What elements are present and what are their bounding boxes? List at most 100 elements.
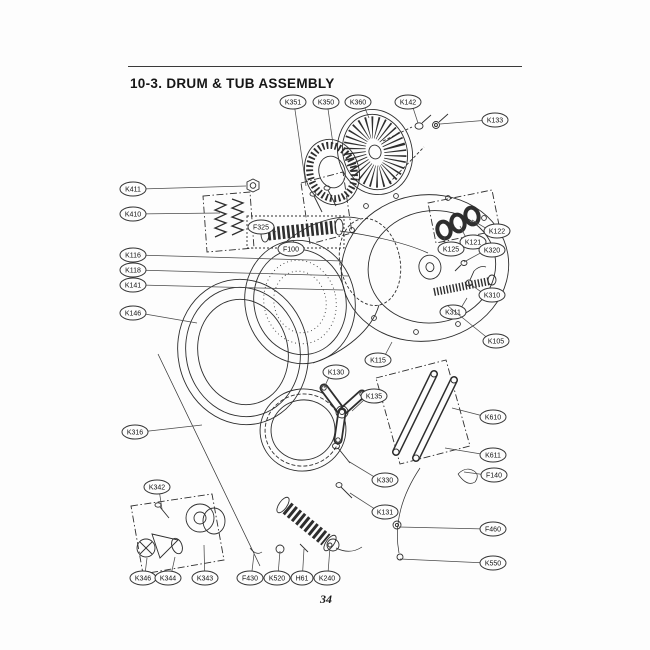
callout-k311: K311 <box>439 297 468 320</box>
callout-label: K118 <box>125 267 141 274</box>
callout-oval <box>371 472 399 488</box>
callout-label: K611 <box>485 452 501 459</box>
callout-oval <box>482 333 510 349</box>
callout-label: K131 <box>377 509 393 516</box>
callout-label: K311 <box>445 309 461 316</box>
callout-k550: K550 <box>399 555 507 571</box>
callout-label: K330 <box>377 477 393 484</box>
callout-label: K310 <box>484 292 500 299</box>
callout-label: K520 <box>269 575 285 582</box>
callout-label: K125 <box>443 246 459 253</box>
callout-k344: K344 <box>154 556 182 586</box>
tub-rear-drawing <box>340 193 510 342</box>
callout-oval <box>481 112 509 128</box>
callout-k122: K122 <box>471 219 511 239</box>
callout-label: F325 <box>253 224 269 231</box>
callout-oval <box>483 223 511 239</box>
callout-label: K240 <box>319 575 335 582</box>
callout-label: H61 <box>296 575 309 582</box>
callout-k316: K316 <box>121 424 203 440</box>
tub-front-drawing <box>177 278 309 426</box>
callout-oval <box>143 479 171 495</box>
callout-label: K135 <box>366 393 382 400</box>
callout-oval <box>437 241 465 257</box>
callout-oval <box>247 219 275 235</box>
callout-k360: K360 <box>344 94 372 119</box>
callout-f100: F100 <box>277 239 305 257</box>
springs-drawing <box>202 191 255 253</box>
callout-k610: K610 <box>451 407 507 425</box>
stator-drawing <box>304 138 360 206</box>
callout-label: K550 <box>485 560 501 567</box>
callout-label: K360 <box>350 99 366 106</box>
callout-oval <box>313 570 341 586</box>
callout-k411: K411 <box>119 181 247 197</box>
callout-k125: K125 <box>437 236 465 257</box>
callout-oval <box>121 424 149 440</box>
callout-label: K133 <box>487 117 503 124</box>
callout-label: K115 <box>370 357 386 364</box>
callout-oval <box>279 94 307 110</box>
door-gasket-drawing <box>259 388 347 472</box>
callout-oval <box>360 388 388 404</box>
pump-drawing <box>130 493 226 575</box>
seals-drawing <box>427 189 501 272</box>
callout-oval <box>479 555 507 571</box>
construction-line <box>157 353 261 567</box>
callout-k121: K121 <box>459 225 487 250</box>
callout-label: K411 <box>125 186 141 193</box>
callout-oval <box>479 521 507 537</box>
callout-oval <box>478 242 506 258</box>
callout-oval <box>191 570 219 586</box>
callout-oval <box>119 247 147 263</box>
callout-h61: H61 <box>290 548 314 586</box>
dampers-drawing <box>375 359 471 465</box>
callout-oval <box>322 364 350 380</box>
callout-label: K121 <box>465 239 481 246</box>
callout-label: K343 <box>197 575 213 582</box>
callout-label: F430 <box>242 575 258 582</box>
callout-oval <box>480 467 508 483</box>
callout-k115: K115 <box>364 341 393 368</box>
hose-wire-drawing <box>392 467 478 561</box>
callout-k133: K133 <box>439 112 509 128</box>
callout-oval <box>371 504 399 520</box>
callout-f430: F430 <box>236 553 264 586</box>
callout-k118: K118 <box>119 262 350 278</box>
shaft-bolt-drawing <box>432 113 449 129</box>
callout-oval <box>154 570 182 586</box>
callout-label: K351 <box>285 99 301 106</box>
callout-k342: K342 <box>143 479 171 510</box>
spider-drawing <box>319 383 367 445</box>
callout-oval <box>312 94 340 110</box>
callout-label: K116 <box>125 252 141 259</box>
callout-k351: K351 <box>279 94 307 187</box>
drum-drawing <box>244 216 402 365</box>
callout-label: F460 <box>485 526 501 533</box>
callout-oval <box>119 305 147 321</box>
callout-k131: K131 <box>349 492 399 520</box>
callout-oval <box>236 570 264 586</box>
callout-oval <box>479 447 507 463</box>
callout-label: K342 <box>149 484 165 491</box>
callout-k410: K410 <box>119 206 221 222</box>
callout-oval <box>394 94 422 110</box>
page-number: 34 <box>320 592 332 606</box>
callout-k240: K240 <box>313 546 341 586</box>
callout-k135: K135 <box>351 388 388 412</box>
callout-label: F140 <box>486 472 502 479</box>
callout-k520: K520 <box>263 550 291 586</box>
callout-oval <box>459 234 487 250</box>
heater-drawing <box>433 266 497 296</box>
callout-oval <box>119 181 147 197</box>
callout-k320: K320 <box>463 242 506 263</box>
callout-oval <box>478 287 506 303</box>
callout-f460: F460 <box>398 521 507 537</box>
callout-oval <box>119 206 147 222</box>
callout-f325: F325 <box>247 219 277 235</box>
callout-oval <box>364 352 392 368</box>
rotor-bolt-drawing <box>382 114 432 184</box>
callout-label: K105 <box>488 338 504 345</box>
